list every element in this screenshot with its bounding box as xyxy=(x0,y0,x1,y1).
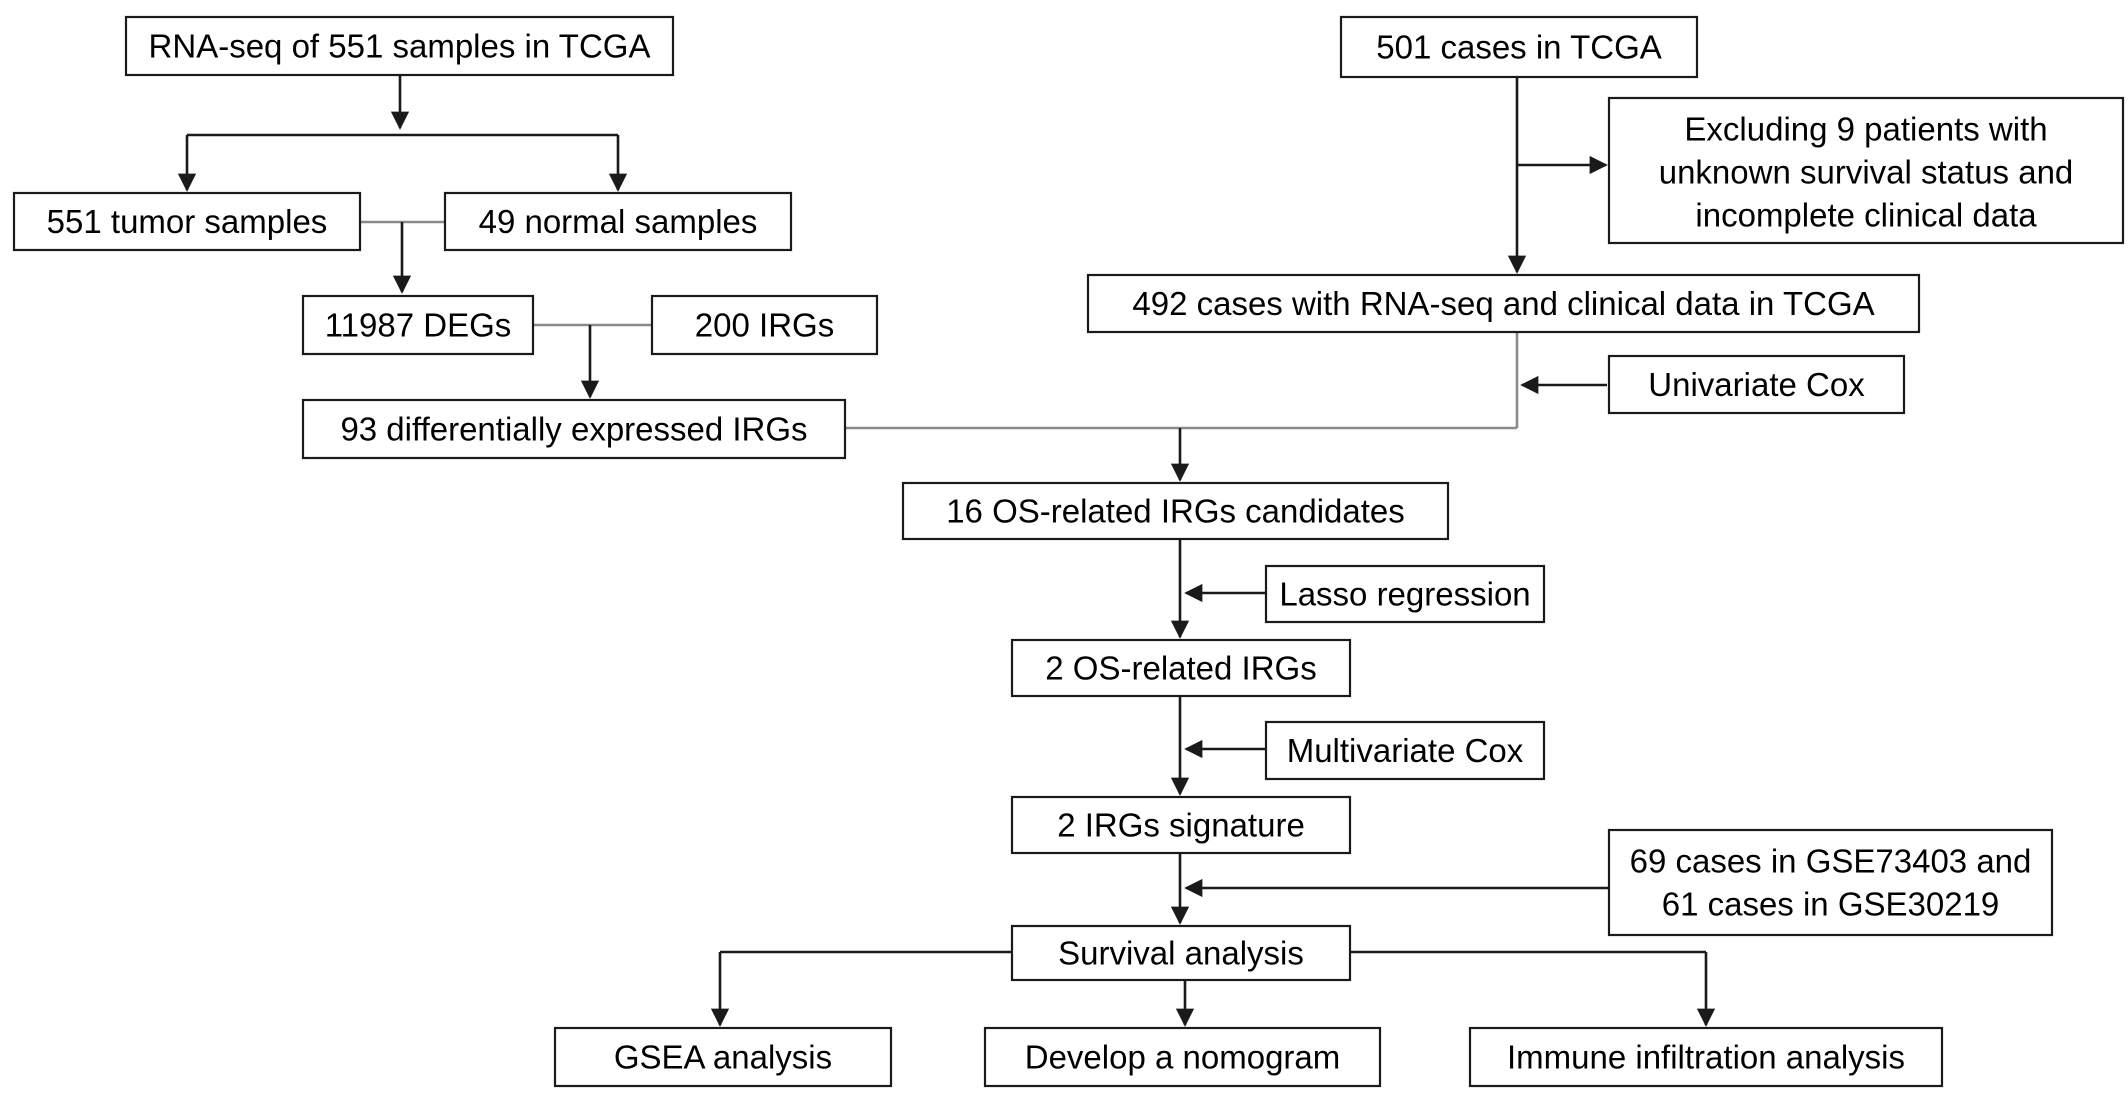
node-degs-11987-label: 11987 DEGs xyxy=(325,307,512,344)
node-rnaseq-551-label: RNA-seq of 551 samples in TCGA xyxy=(149,28,651,65)
node-normal-49: 49 normal samples xyxy=(443,191,793,252)
node-de-irgs-93: 93 differentially expressed IRGs xyxy=(301,398,847,460)
node-survival-label: Survival analysis xyxy=(1058,935,1304,972)
node-cases-501-label: 501 cases in TCGA xyxy=(1376,29,1662,66)
node-gsea-label: GSEA analysis xyxy=(614,1039,832,1076)
node-tumor-551-label: 551 tumor samples xyxy=(47,203,328,240)
node-os-irgs-2-label: 2 OS-related IRGs xyxy=(1045,650,1316,687)
node-tumor-551: 551 tumor samples xyxy=(12,191,362,252)
node-excluding-line2: unknown survival status and xyxy=(1659,154,2074,191)
node-survival: Survival analysis xyxy=(1010,924,1352,982)
node-univariate-cox-label: Univariate Cox xyxy=(1648,366,1865,403)
node-irgs-200-label: 200 IRGs xyxy=(695,307,834,344)
node-os-candidates-16-label: 16 OS-related IRGs candidates xyxy=(946,493,1405,530)
node-multivariate-cox: Multivariate Cox xyxy=(1264,720,1546,781)
node-cases-492: 492 cases with RNA-seq and clinical data… xyxy=(1086,273,1921,334)
node-gsea: GSEA analysis xyxy=(553,1026,893,1088)
node-irgs-200: 200 IRGs xyxy=(650,294,879,356)
node-cases-501: 501 cases in TCGA xyxy=(1339,15,1699,79)
node-geo-line2: 61 cases in GSE30219 xyxy=(1662,886,2000,923)
node-immune: Immune infiltration analysis xyxy=(1468,1026,1944,1088)
node-normal-49-label: 49 normal samples xyxy=(479,203,758,240)
node-cases-492-label: 492 cases with RNA-seq and clinical data… xyxy=(1132,285,1874,322)
node-lasso: Lasso regression xyxy=(1264,564,1546,624)
node-immune-label: Immune infiltration analysis xyxy=(1507,1039,1905,1076)
node-rnaseq-551: RNA-seq of 551 samples in TCGA xyxy=(124,15,675,77)
node-de-irgs-93-label: 93 differentially expressed IRGs xyxy=(340,411,807,448)
node-nomogram: Develop a nomogram xyxy=(983,1026,1382,1088)
node-signature-2-label: 2 IRGs signature xyxy=(1057,807,1305,844)
node-signature-2: 2 IRGs signature xyxy=(1010,795,1352,855)
node-lasso-label: Lasso regression xyxy=(1279,576,1530,613)
connectors xyxy=(177,75,1716,1027)
node-excluding-line1: Excluding 9 patients with xyxy=(1684,111,2047,148)
node-multivariate-cox-label: Multivariate Cox xyxy=(1287,732,1524,769)
node-excluding: Excluding 9 patients with unknown surviv… xyxy=(1607,96,2125,245)
node-geo-line1: 69 cases in GSE73403 and xyxy=(1630,843,2032,880)
node-os-candidates-16: 16 OS-related IRGs candidates xyxy=(901,481,1450,541)
node-univariate-cox: Univariate Cox xyxy=(1607,354,1906,415)
node-os-irgs-2: 2 OS-related IRGs xyxy=(1010,638,1352,698)
node-excluding-line3: incomplete clinical data xyxy=(1695,197,2037,234)
node-geo-cases: 69 cases in GSE73403 and 61 cases in GSE… xyxy=(1607,828,2054,937)
node-nomogram-label: Develop a nomogram xyxy=(1025,1039,1341,1076)
node-degs-11987: 11987 DEGs xyxy=(301,294,535,356)
